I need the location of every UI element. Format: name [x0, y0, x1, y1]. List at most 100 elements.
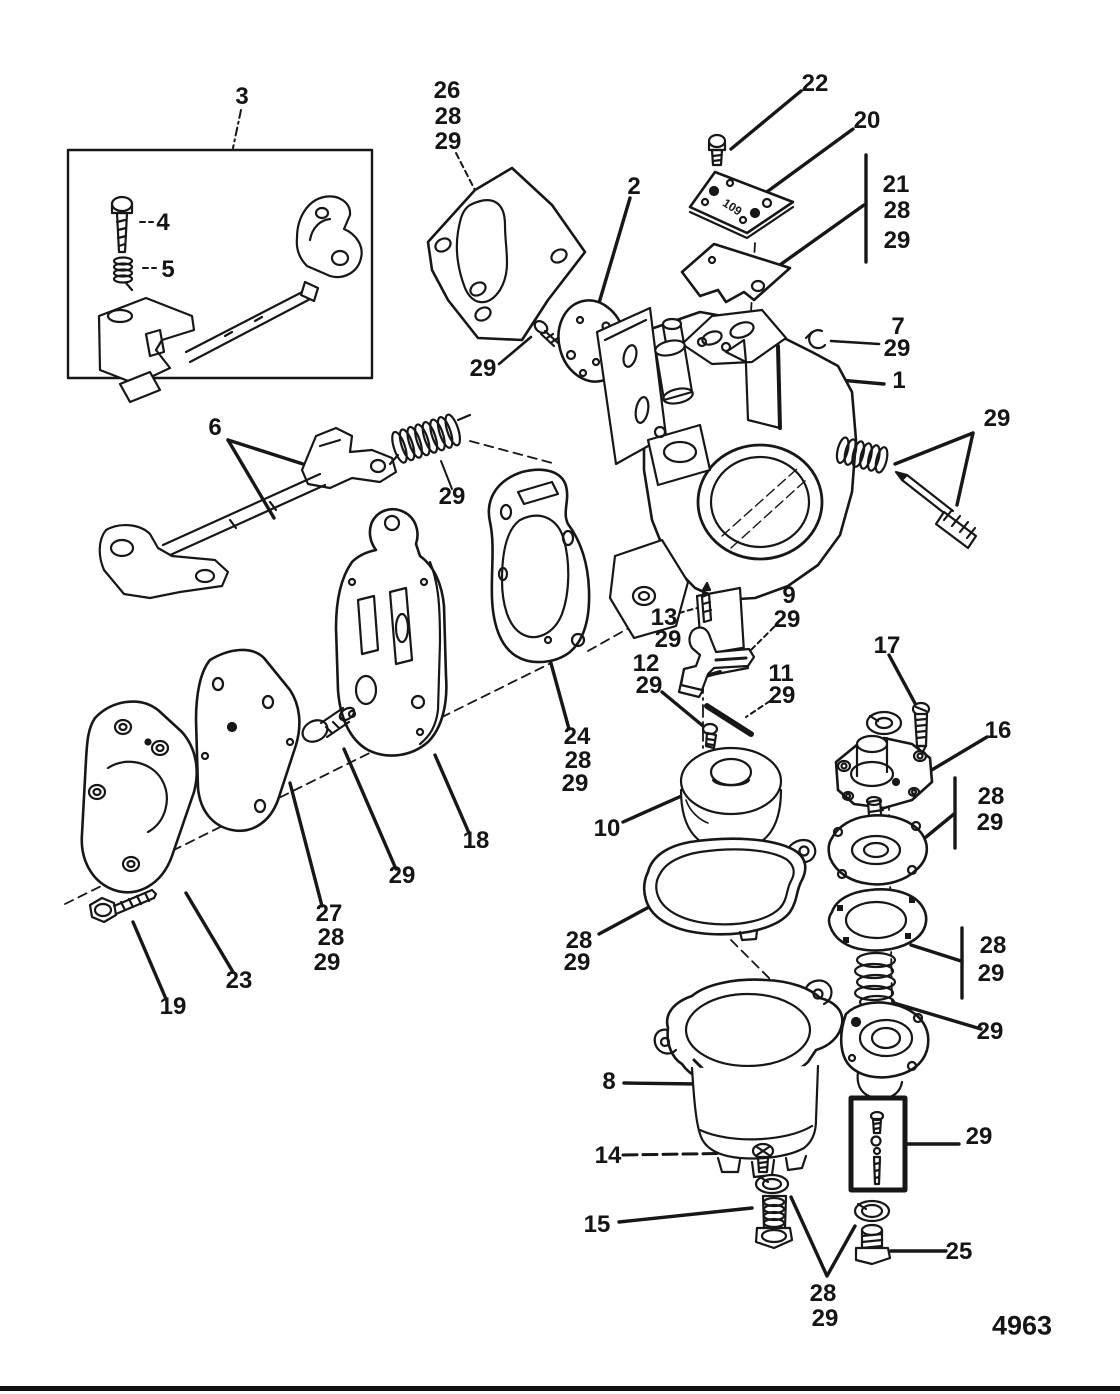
- part-callout: 25: [945, 1238, 973, 1265]
- part-callout: 29: [563, 949, 591, 976]
- part-callout: 11: [768, 660, 794, 687]
- part-callout: 29: [313, 949, 341, 976]
- mixture-spring-29: [835, 436, 889, 474]
- part-callout: 29: [434, 128, 462, 155]
- part-callout: 28: [809, 1280, 837, 1307]
- part-callout: 20: [853, 107, 881, 134]
- gasket-26: [426, 166, 587, 342]
- spring-5: [112, 256, 134, 292]
- part-callout: 8: [602, 1068, 616, 1095]
- part-callout: 22: [801, 70, 829, 97]
- plate-21: [680, 242, 792, 304]
- part-callout: 7: [891, 313, 905, 340]
- part-callout: 24: [563, 723, 591, 750]
- inlet-needle-13: [700, 581, 713, 624]
- drain-screw-15: [754, 1194, 794, 1250]
- pump-diaphragm-16: [827, 795, 929, 886]
- pump-gasket-16: [827, 888, 928, 952]
- part-callout: 29: [976, 809, 1004, 836]
- part-callout: 14: [594, 1142, 622, 1169]
- pump-body-18: [334, 508, 448, 757]
- part-callout: 29: [768, 682, 796, 709]
- part-callout: 29: [438, 483, 466, 510]
- chamber-cover: [839, 1001, 930, 1100]
- part-callout: 21: [882, 171, 910, 198]
- part-callout: 29: [388, 862, 416, 889]
- part-callout: 29: [965, 1123, 993, 1150]
- screw-29-top: [533, 319, 560, 348]
- part-callout: 9: [782, 582, 796, 609]
- part-callout: 28: [883, 197, 911, 224]
- diaphragm-27: [194, 648, 301, 833]
- carburetor-body-1: [595, 306, 858, 678]
- washer-17: [865, 710, 903, 736]
- return-spring-29: [388, 413, 472, 466]
- part-callout: 4: [156, 209, 170, 236]
- washer-14: [754, 1173, 790, 1195]
- part-callout: 29: [773, 606, 801, 633]
- part-callout: 29: [561, 770, 589, 797]
- screw-22: [707, 133, 727, 167]
- screw-12: [701, 722, 719, 750]
- part-callout: 29: [635, 672, 663, 699]
- part-callout: 3: [235, 83, 249, 110]
- repair-kit-box: [848, 1095, 908, 1193]
- part-callout: 16: [984, 717, 1012, 744]
- float-hinge-9: [677, 626, 756, 699]
- float-bowl-8: [653, 978, 844, 1179]
- part-callout: 29: [883, 227, 911, 254]
- screw-14: [751, 1142, 775, 1174]
- float-10: [679, 746, 783, 852]
- pump-cover-23: [80, 700, 198, 894]
- part-callout: 29: [883, 335, 911, 362]
- leader-lines: [131, 89, 989, 1278]
- part-callout: 27: [315, 900, 343, 927]
- inset-assembly: [66, 148, 374, 404]
- part-callout: 26: [433, 77, 461, 104]
- screw-4: [110, 195, 134, 254]
- screw-17: [911, 701, 931, 755]
- part-callout: 1: [892, 367, 906, 394]
- inset-bracket: [295, 195, 363, 279]
- part-callout: 12: [632, 650, 660, 677]
- part-callout: 13: [650, 604, 678, 631]
- part-callout: 15: [583, 1211, 611, 1238]
- inset-box: [66, 148, 374, 380]
- plug-25: [854, 1223, 892, 1266]
- part-callout: 5: [161, 256, 175, 283]
- part-callout: 29: [654, 626, 682, 653]
- part-callout: 29: [983, 405, 1011, 432]
- welch-plug-29: [301, 706, 356, 743]
- plate-20: 109: [688, 170, 795, 240]
- part-callout: 6: [208, 414, 222, 441]
- part-callout: 29: [976, 1018, 1004, 1045]
- part-callout: 28: [317, 924, 345, 951]
- part-callout: 29: [811, 1305, 839, 1332]
- screw-19: [88, 888, 158, 924]
- part-callout: 28: [434, 103, 462, 130]
- pump-body-16: [834, 734, 934, 810]
- part-callout: 28: [979, 932, 1007, 959]
- part-callout: 28: [565, 927, 593, 954]
- hinge-pin-11: [704, 702, 754, 737]
- part-callout: 23: [225, 967, 253, 994]
- inset-lever: [97, 280, 320, 404]
- bowl-gasket: [642, 837, 817, 942]
- lever-assembly-6: [98, 426, 398, 600]
- pump-spring-29: [853, 951, 897, 1010]
- part-callout: 17: [873, 632, 901, 659]
- part-callout: 10: [593, 815, 621, 842]
- part-callout: 29: [977, 960, 1005, 987]
- clip-7: [804, 329, 827, 350]
- part-callout: 2: [627, 173, 641, 200]
- part-callout: 28: [564, 747, 592, 774]
- part-callout: 19: [159, 993, 187, 1020]
- figure-code: 4963: [991, 1310, 1053, 1341]
- gasket-24: [487, 468, 591, 664]
- page-bottom-rule: [0, 1386, 1120, 1391]
- mixture-needle-29: [894, 470, 978, 550]
- o-ring-25: [853, 1199, 891, 1223]
- part-callout: 28: [977, 783, 1005, 810]
